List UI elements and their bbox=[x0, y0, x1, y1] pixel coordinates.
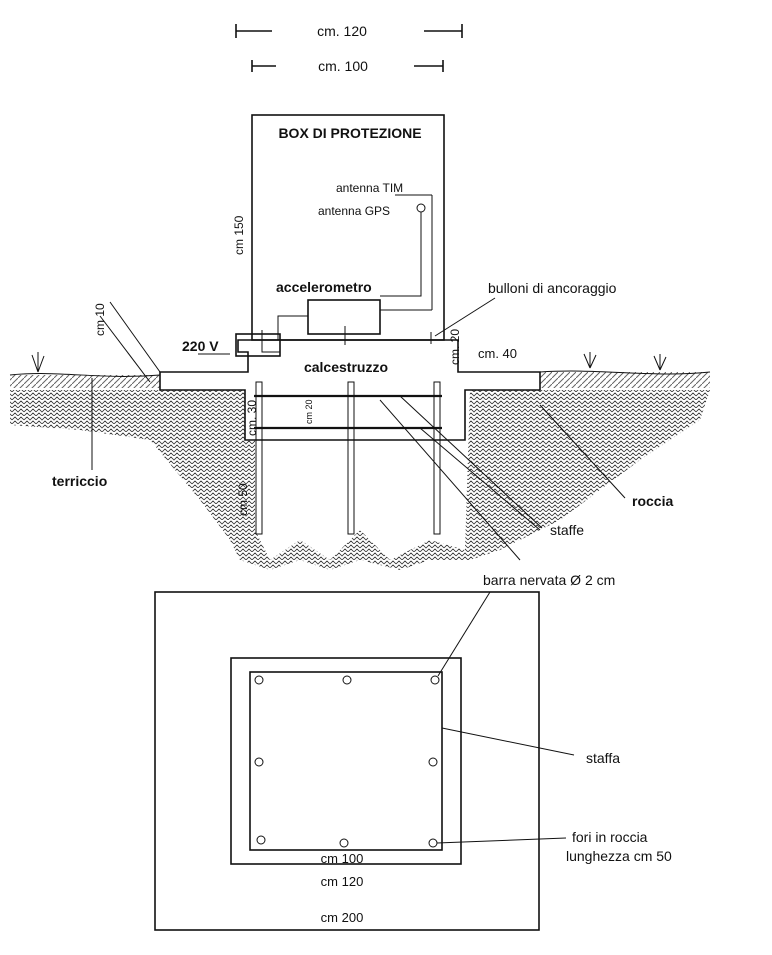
dimension-top-120: cm. 120 bbox=[235, 23, 463, 39]
topsoil-label: terriccio bbox=[52, 473, 107, 489]
holes-label-2: lunghezza cm 50 bbox=[566, 848, 672, 864]
rebar-bar bbox=[347, 381, 355, 535]
dim-label-100: cm. 100 bbox=[318, 58, 368, 74]
dim-cm20-small: cm 20 bbox=[304, 399, 314, 424]
gps-antenna-icon bbox=[416, 203, 426, 213]
protection-box: BOX DI PROTEZIONE antenna TIM antenna GP… bbox=[182, 114, 445, 357]
plan-middle-120 bbox=[230, 657, 462, 865]
power-socket-box bbox=[235, 333, 281, 357]
accelerometer-label: accelerometro bbox=[276, 279, 372, 295]
topsoil-left bbox=[10, 375, 160, 388]
dimension-top-100: cm. 100 bbox=[251, 58, 444, 74]
hole-icon bbox=[254, 757, 264, 767]
hole-icon bbox=[342, 675, 352, 685]
dim-cm50: cm 50 bbox=[236, 483, 250, 516]
hole-icon bbox=[256, 835, 266, 845]
plan-outer-200 bbox=[154, 591, 540, 931]
box-title: BOX DI PROTEZIONE bbox=[278, 125, 421, 141]
rock-hatch bbox=[10, 390, 710, 570]
box-height-label: cm 150 bbox=[232, 215, 246, 255]
ground-section bbox=[9, 352, 711, 570]
rebar-label: barra nervata Ø 2 cm bbox=[483, 572, 615, 588]
ground-surface-right bbox=[539, 370, 711, 375]
concrete-label: calcestruzzo bbox=[304, 359, 388, 375]
hole-icon bbox=[430, 675, 440, 685]
grass-icon bbox=[583, 352, 597, 369]
dim-cm30: cm. 30 bbox=[245, 400, 259, 436]
stirrup-plan-label: staffa bbox=[586, 750, 620, 766]
rebars bbox=[254, 381, 442, 535]
anchor-bolts-label: bulloni di ancoraggio bbox=[488, 280, 617, 296]
stirrups-label: staffe bbox=[550, 522, 584, 538]
antenna-gps-label: antenna GPS bbox=[318, 204, 390, 218]
dim-cm40: cm. 40 bbox=[478, 346, 517, 361]
plan-dim-120: cm 120 bbox=[321, 874, 364, 889]
hole-icon bbox=[339, 838, 349, 848]
dim-cm20: cm. 20 bbox=[448, 329, 462, 365]
plan-dim-100: cm 100 bbox=[321, 851, 364, 866]
grass-icon bbox=[653, 354, 667, 371]
plan-view: staffa fori in roccia lunghezza cm 50 cm… bbox=[154, 591, 672, 931]
ground-surface-left bbox=[9, 373, 161, 377]
topsoil-right bbox=[540, 372, 710, 388]
rock-label: roccia bbox=[632, 493, 673, 509]
hole-icon bbox=[428, 757, 438, 767]
rebar-bar bbox=[255, 381, 263, 535]
grass-icon bbox=[31, 352, 45, 373]
hole-icon bbox=[428, 838, 438, 848]
holes-label-1: fori in roccia bbox=[572, 829, 648, 845]
antenna-tim-label: antenna TIM bbox=[336, 181, 403, 195]
plan-dim-200: cm 200 bbox=[321, 910, 364, 925]
power-label: 220 V bbox=[182, 338, 219, 354]
concrete-plinth: calcestruzzo bbox=[159, 339, 541, 441]
plan-inner-100 bbox=[249, 671, 443, 851]
rebar-bar bbox=[433, 381, 441, 535]
hole-icon bbox=[254, 675, 264, 685]
dim-cm10: cm 10 bbox=[93, 303, 107, 336]
accelerometer-box bbox=[307, 299, 381, 335]
dim-label-120: cm. 120 bbox=[317, 23, 367, 39]
